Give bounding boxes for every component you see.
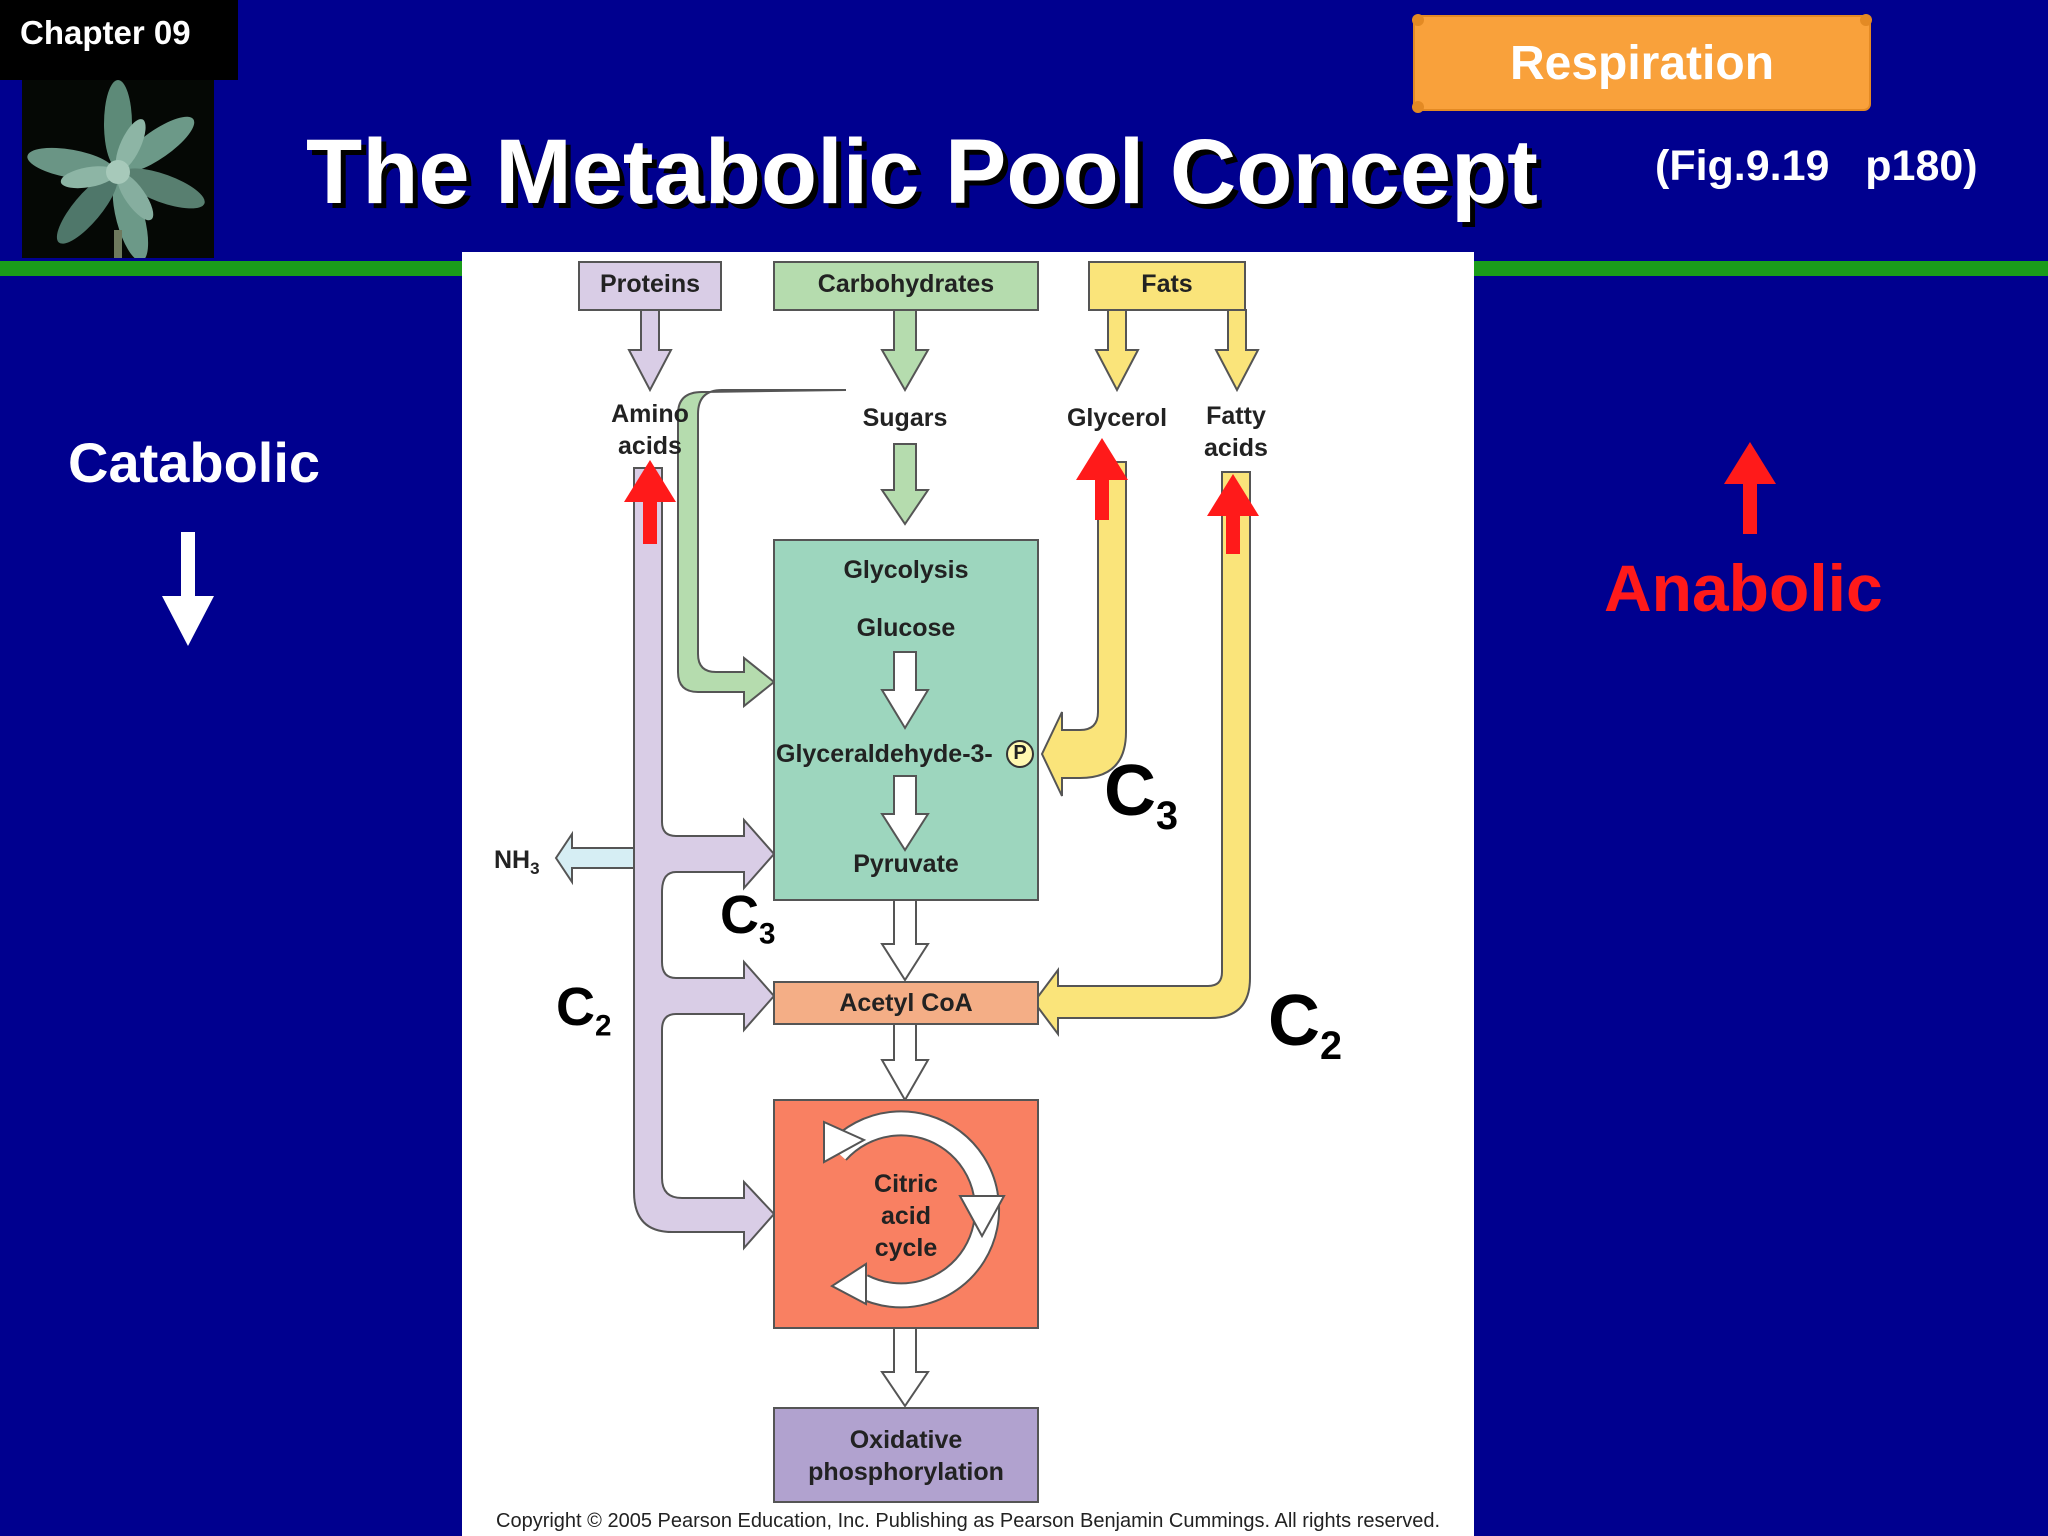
oxphos-label: Oxidative phosphorylation [808, 1426, 1004, 1486]
acetyl-to-citric-arrow [880, 1023, 930, 1103]
carbohydrates-box [773, 261, 1039, 311]
chapter-tab: Chapter 09 [0, 0, 238, 80]
citric-to-oxphos-arrow [880, 1327, 930, 1408]
amino-acids-label: Amino acids [611, 400, 689, 460]
glucose-to-g3p-arrow [880, 651, 930, 730]
carb-down-arrow [880, 309, 930, 393]
carbohydrates-label: Carbohydrates [817, 270, 995, 298]
g3p-label: Glyceraldehyde-3- [776, 740, 993, 768]
phosphate-label: P [1013, 742, 1027, 764]
catabolic-label: Catabolic [68, 431, 321, 494]
c3-label-amino: C3 [720, 885, 776, 951]
copyright-notice: Copyright © 2005 Pearson Education, Inc.… [496, 1510, 1441, 1532]
anabolic-label: Anabolic [1604, 551, 1883, 625]
g3p-to-pyruvate-arrow [880, 775, 930, 852]
diagram-graphics [554, 261, 1260, 1503]
plant-photo [22, 80, 214, 262]
down-arrow-icon [162, 532, 214, 646]
nh3-arrow [554, 830, 635, 886]
fats-box [1088, 261, 1246, 311]
glycerol-down-arrow [1094, 309, 1140, 393]
amino-acid-trunk-arrow [633, 467, 776, 1251]
acetyl-coa-box [773, 981, 1039, 1025]
phosphate-circle [1006, 740, 1034, 768]
oxphos-box [773, 1407, 1039, 1503]
c3-label-glycerol: C3 [1104, 751, 1179, 838]
figure-reference: (Fig.9.19 p180) [1655, 142, 1978, 190]
citric-acid-label: Citric acid cycle [874, 1170, 938, 1262]
glucose-label: Glucose [856, 614, 956, 642]
fats-label: Fats [1141, 270, 1193, 298]
glycolysis-title: Glycolysis [843, 556, 969, 584]
nh3-label: NH3 [494, 846, 540, 878]
acetyl-coa-label: Acetyl CoA [839, 989, 973, 1017]
respiration-banner [1412, 14, 1872, 113]
c2-label-amino: C2 [556, 977, 612, 1043]
anabolic-red-arrows [624, 438, 1259, 554]
proteins-label: Proteins [599, 270, 701, 298]
glycerol-arrow [1040, 461, 1127, 797]
cycle-arrowhead-right [958, 1195, 1006, 1239]
page-title: The Metabolic Pool Concept [306, 121, 1538, 223]
cycle-arrowhead-top [823, 1120, 867, 1164]
succulent-image [27, 80, 205, 262]
sugars-label: Sugars [862, 404, 948, 432]
cycle-ring [828, 1112, 999, 1307]
fatty-acid-down-arrow [1214, 309, 1260, 393]
metabolic-pool-diagram: Proteins Carbohydrates Fats Amino acids … [462, 252, 1474, 1536]
up-arrow-icon [1724, 442, 1776, 534]
pyruvate-label: Pyruvate [853, 850, 959, 878]
sugars-down-arrow [880, 443, 930, 526]
fatty-acids-label: Fatty acids [1204, 402, 1268, 462]
protein-down-arrow [627, 309, 673, 393]
pyruvate-to-acetyl-arrow [880, 899, 930, 982]
glycerol-label: Glycerol [1066, 404, 1168, 432]
c2-label-fatty: C2 [1268, 981, 1343, 1068]
banner-label: Respiration [1509, 37, 1775, 90]
cycle-arrowhead-bottom [830, 1262, 867, 1306]
